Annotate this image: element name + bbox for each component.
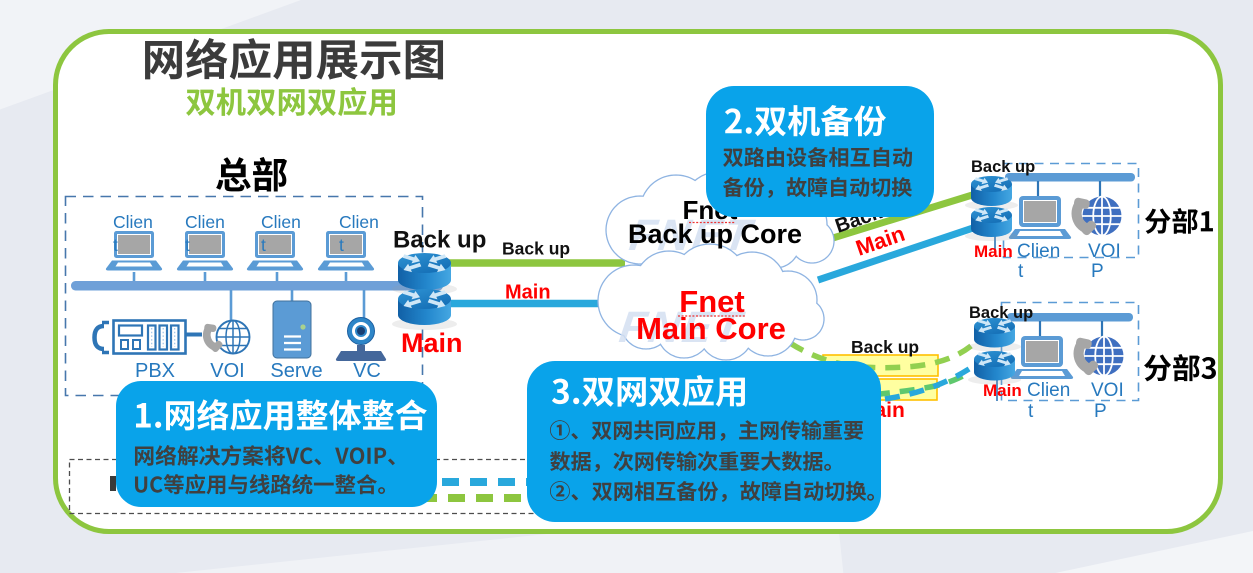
svg-text:Clien: Clien bbox=[1017, 241, 1060, 262]
svg-text:Main: Main bbox=[974, 242, 1013, 261]
svg-text:t: t bbox=[1028, 401, 1034, 422]
svg-text:PBX: PBX bbox=[135, 360, 175, 382]
svg-text:Back up: Back up bbox=[502, 239, 570, 259]
svg-text:t: t bbox=[185, 235, 190, 255]
svg-text:P: P bbox=[1094, 401, 1107, 422]
svg-text:Clien: Clien bbox=[185, 212, 225, 232]
svg-text:Back up: Back up bbox=[393, 227, 486, 254]
svg-text:P: P bbox=[1091, 261, 1104, 282]
svg-text:Clien: Clien bbox=[339, 212, 379, 232]
svg-text:FNET: FNET bbox=[617, 303, 749, 352]
svg-text:t: t bbox=[1018, 261, 1024, 282]
svg-text:Back up: Back up bbox=[851, 337, 919, 357]
svg-text:Main: Main bbox=[401, 328, 463, 358]
svg-text:Back up Core: Back up Core bbox=[628, 219, 802, 249]
svg-text:VC: VC bbox=[353, 360, 381, 382]
svg-text:Clien: Clien bbox=[1027, 380, 1070, 401]
svg-text:Fnet: Fnet bbox=[679, 284, 744, 319]
svg-text:Clien: Clien bbox=[261, 212, 301, 232]
svg-text:Back up: Back up bbox=[969, 304, 1033, 322]
svg-text:Main: Main bbox=[983, 381, 1022, 400]
svg-text:Main Core: Main Core bbox=[636, 311, 786, 346]
svg-text:VOI: VOI bbox=[1088, 241, 1121, 262]
svg-text:t: t bbox=[339, 235, 344, 255]
svg-text:Serve: Serve bbox=[270, 360, 322, 382]
svg-text:t: t bbox=[261, 235, 266, 255]
svg-text:VOI: VOI bbox=[210, 360, 244, 382]
svg-text:Main: Main bbox=[505, 282, 551, 304]
svg-text:Back up: Back up bbox=[971, 158, 1035, 176]
svg-text:t: t bbox=[113, 235, 118, 255]
svg-text:Clien: Clien bbox=[113, 212, 153, 232]
svg-text:VOI: VOI bbox=[1091, 380, 1124, 401]
